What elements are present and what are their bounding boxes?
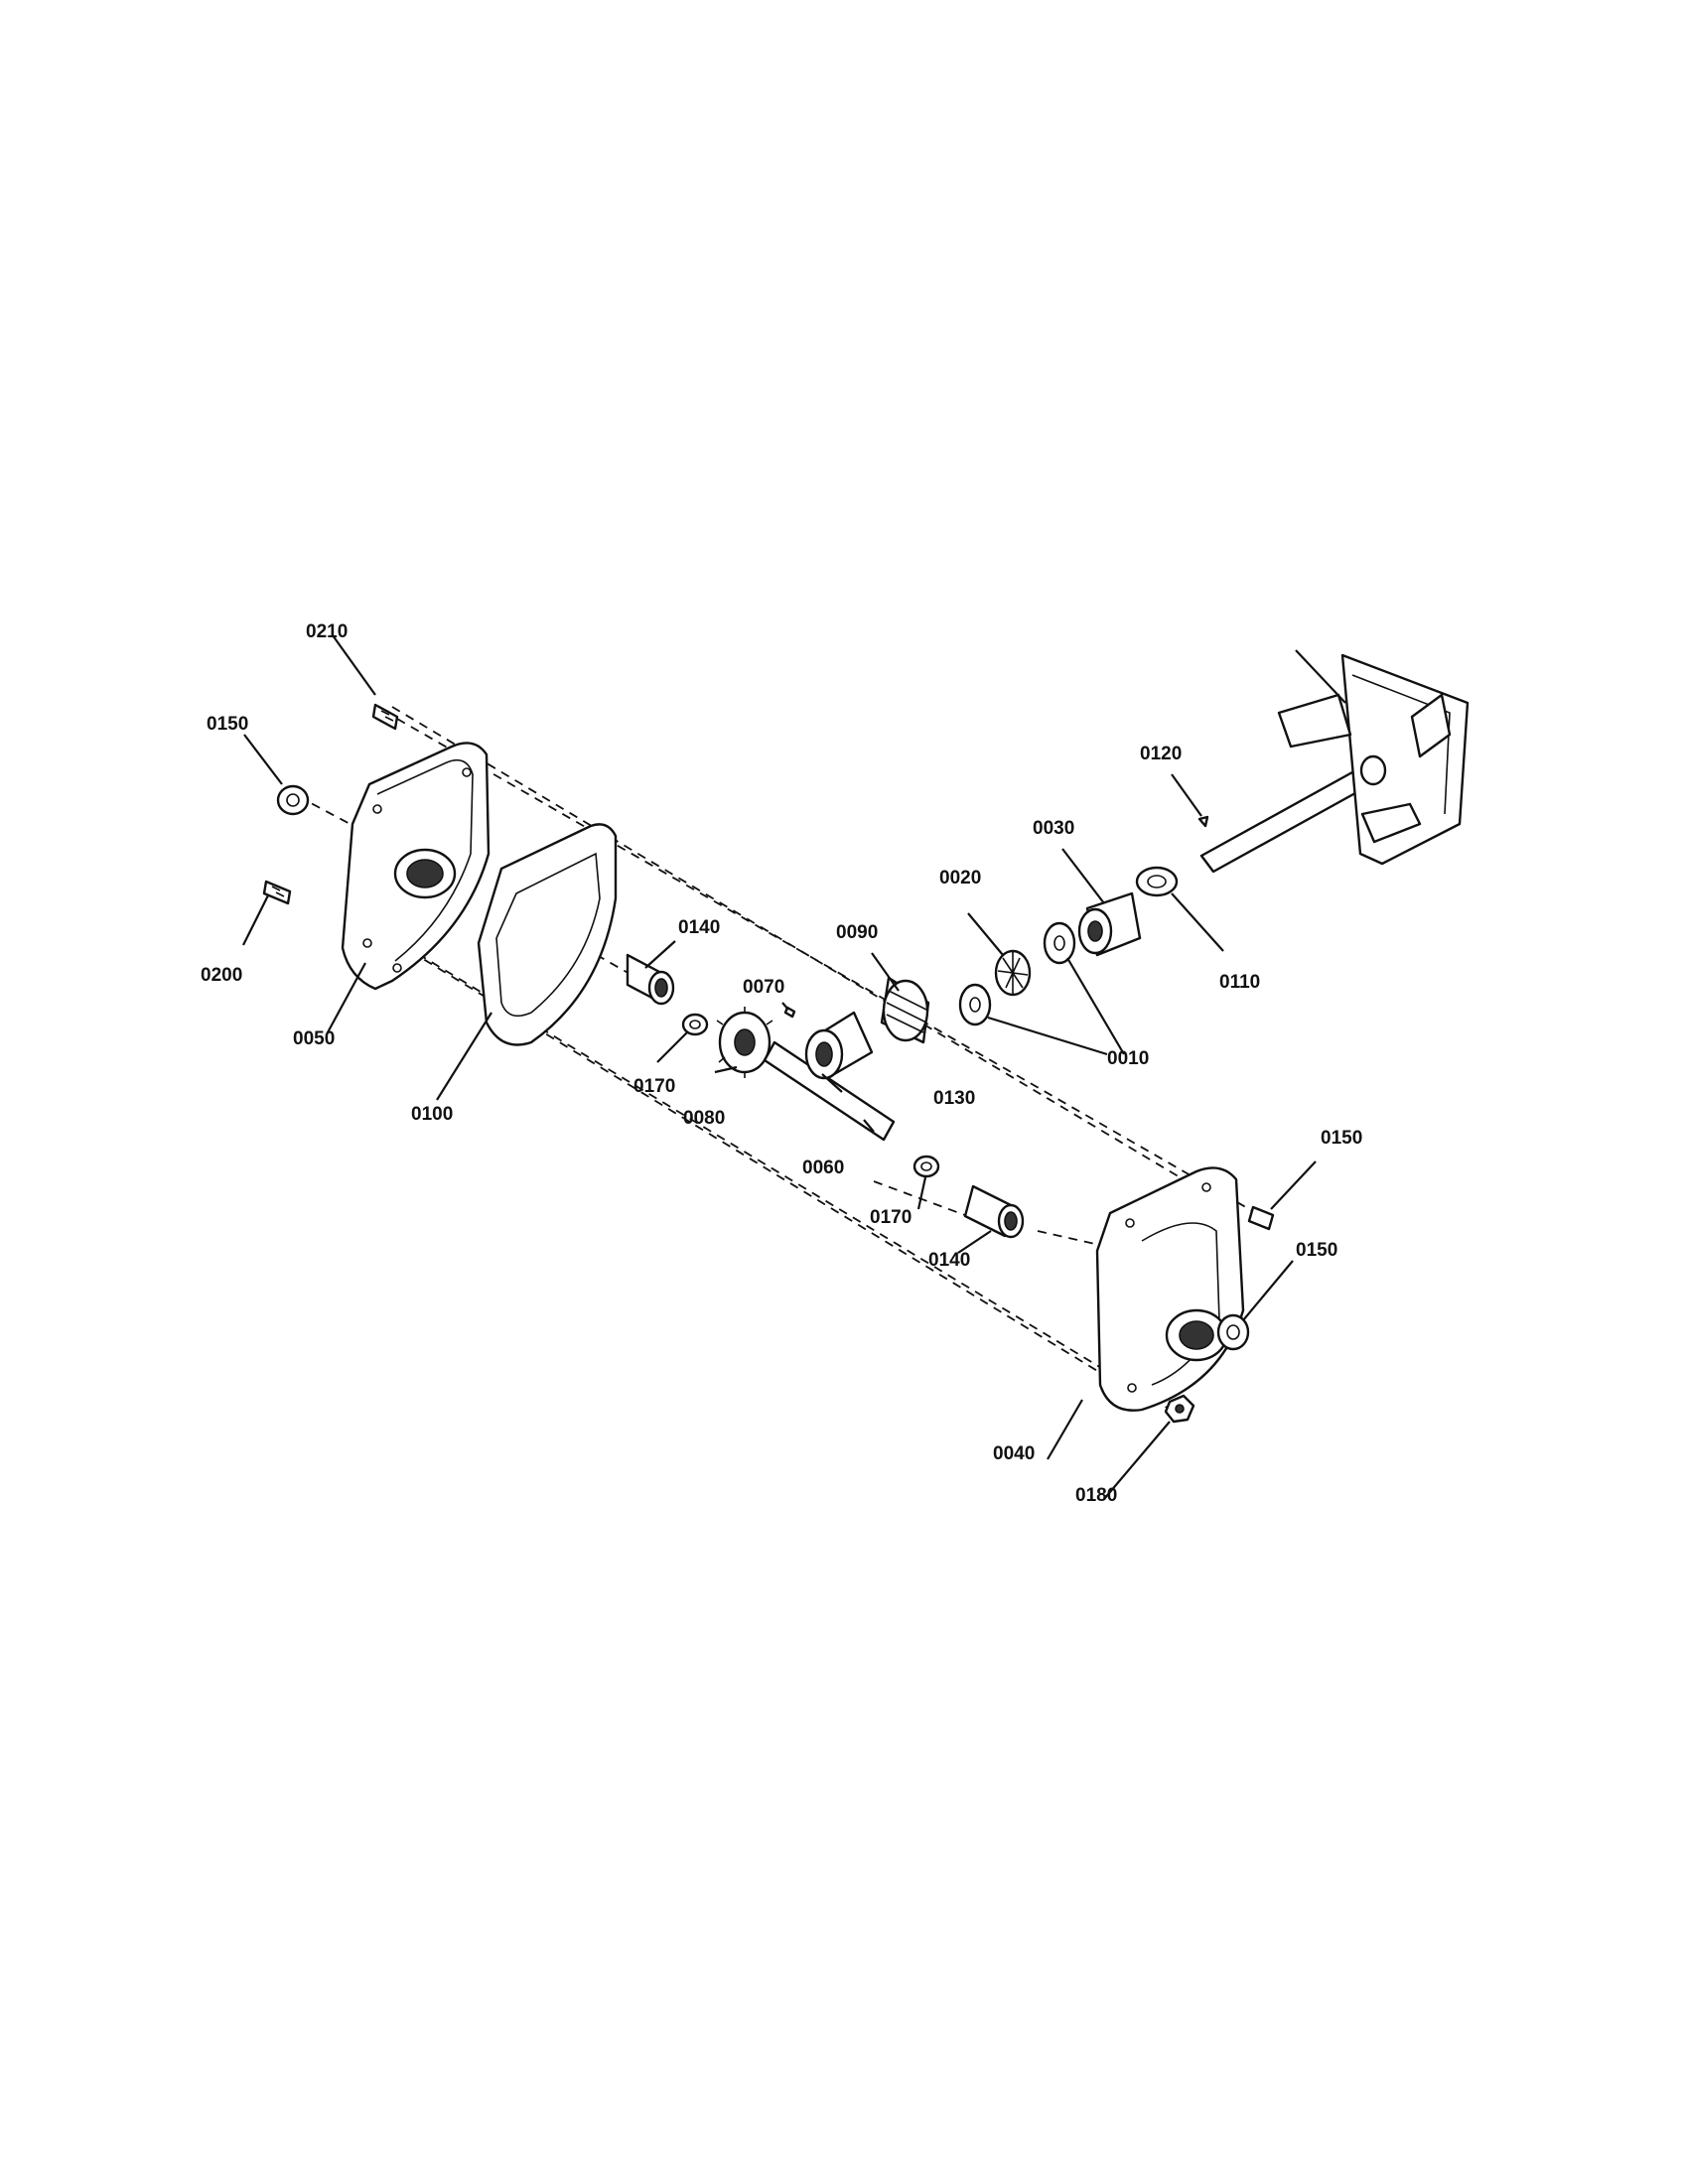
label-plug-0160: 0150 <box>1321 1128 1362 1149</box>
gear-housing-right <box>1095 1166 1245 1412</box>
label-washer-0170-left: 0170 <box>633 1076 675 1097</box>
label-seal-0150-right-text: 0150 <box>1296 1240 1337 1261</box>
small-parts <box>262 703 1275 1424</box>
label-thrust-bearing-0020: 0020 <box>939 868 981 888</box>
gear-housing-left <box>341 742 491 991</box>
label-seal-0150-left: 0150 <box>207 714 248 735</box>
label-housing-0040: 0040 <box>993 1443 1035 1464</box>
label-key-0070: 0070 <box>743 977 784 998</box>
label-pin-0120: 0120 <box>1140 744 1182 764</box>
label-washer-0170-right: 0170 <box>870 1207 912 1228</box>
callout-labels: 0210 0150 0200 0050 0100 0140 0170 0070 … <box>201 621 1362 1506</box>
label-gear-0080: 0080 <box>683 1108 725 1129</box>
label-spacer-0130: 0130 <box>933 1088 975 1109</box>
label-shaft-0060: 0060 <box>802 1158 844 1178</box>
label-gasket-0100: 0100 <box>411 1104 453 1125</box>
label-nut-0180: 0180 <box>1075 1485 1117 1506</box>
leader-lines <box>242 634 1346 1500</box>
label-bolt-0200: 0210 <box>306 621 348 642</box>
label-washer-0110: 0110 <box>1219 972 1260 993</box>
label-bushing-0140-right: 0140 <box>928 1250 970 1271</box>
label-bolt-0190: 0200 <box>201 965 242 986</box>
label-bushing-0140-left: 0140 <box>678 917 720 938</box>
label-housing-0050: 0050 <box>293 1028 335 1049</box>
gasket <box>477 823 618 1046</box>
impeller <box>1199 653 1470 874</box>
label-bearing-0030: 0030 <box>1033 818 1074 839</box>
label-worm-gear-0090: 0090 <box>836 922 878 943</box>
label-washer-0010: 0010 <box>1107 1048 1149 1069</box>
